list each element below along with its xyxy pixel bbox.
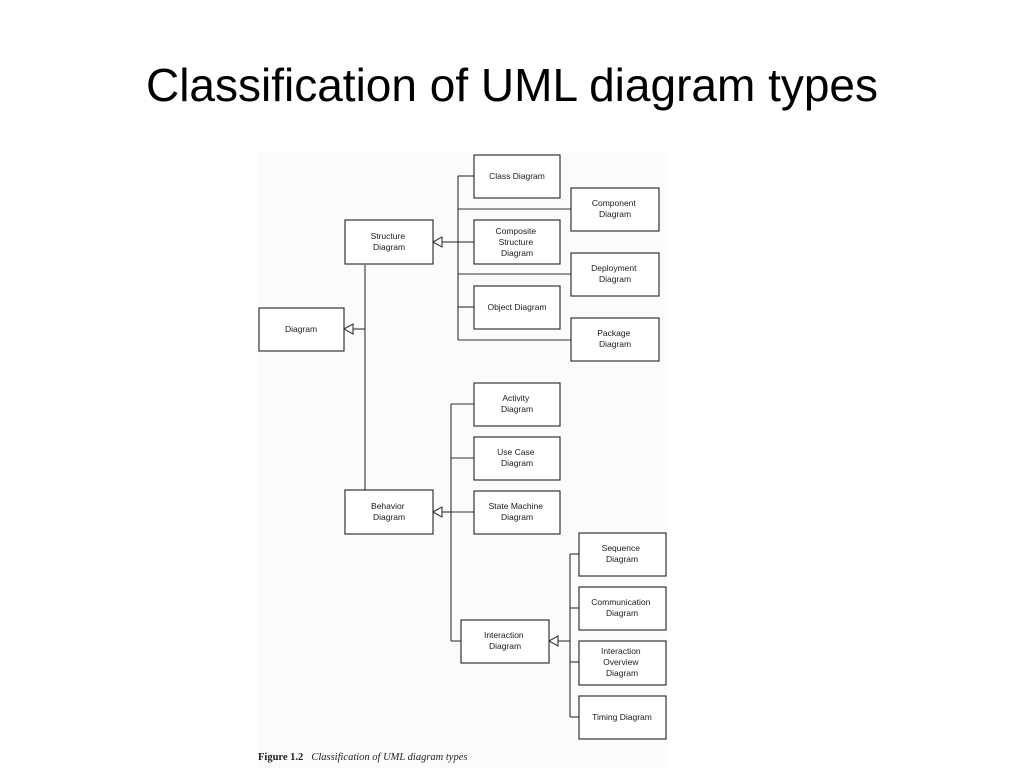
figure-label: Figure 1.2 (258, 752, 304, 763)
node-label: Diagram (599, 209, 631, 219)
node-label: Composite (495, 226, 536, 236)
figure-caption-text: Classification of UML diagram types (311, 752, 468, 763)
svg-text:Deployment Diagram: Deployment Diagram (591, 263, 639, 284)
node-label: Component (592, 198, 637, 208)
node-label: Interaction (601, 646, 641, 656)
node-interaction-diagram: Interaction Diagram (460, 619, 550, 664)
node-label: Diagram (373, 242, 405, 252)
node-sequence-diagram: Sequence Diagram (578, 532, 667, 577)
node-structure-diagram: Structure Diagram (344, 219, 434, 265)
node-label: Diagram (606, 554, 638, 564)
node-activity-diagram: Activity Diagram (473, 382, 561, 427)
svg-text:Activity Diagram: Activity Diagram (501, 393, 533, 414)
node-label: Timing Diagram (592, 712, 652, 722)
node-object-diagram: Object Diagram (473, 285, 561, 330)
node-label: Structure (371, 231, 406, 241)
node-timing-diagram: Timing Diagram (578, 695, 667, 740)
node-diagram: Diagram (258, 307, 345, 352)
node-label: Diagram (599, 274, 631, 284)
svg-text:Use Case Diagram: Use Case Diagram (497, 447, 537, 468)
node-class-diagram: Class Diagram (473, 154, 561, 199)
node-label: Package (597, 328, 630, 338)
generalization-arrow-icon (431, 236, 443, 248)
node-label: Diagram (501, 248, 533, 258)
node-composite-structure-diagram: Composite Structure Diagram (473, 219, 561, 265)
node-label: Diagram (373, 512, 405, 522)
generalization-arrowheads (342, 236, 559, 647)
node-label: Activity (502, 393, 530, 403)
figure-caption: Figure 1.2 Classification of UML diagram … (258, 752, 467, 763)
node-deployment-diagram: Deployment Diagram (570, 252, 660, 297)
node-label: Behavior (371, 501, 405, 511)
node-label: Communication (591, 597, 650, 607)
svg-text:State Machine Diagram: State Machine Diagram (489, 501, 546, 522)
connector-lines (353, 175, 579, 718)
svg-text:Interaction Overview: Interaction Overview Diagram (601, 646, 643, 678)
node-label: Diagram (599, 339, 631, 349)
node-label: Deployment (591, 263, 637, 273)
node-label: Diagram (501, 404, 533, 414)
node-label: Class Diagram (489, 171, 545, 181)
svg-text:Diagram: Diagram (285, 324, 317, 334)
node-label: Use Case (497, 447, 535, 457)
svg-text:Object Diagram: Object Diagram (487, 302, 546, 312)
node-interaction-overview-diagram: Interaction Overview Diagram (578, 640, 667, 686)
node-component-diagram: Component Diagram (570, 187, 660, 232)
node-label: Interaction (484, 630, 524, 640)
node-label: Diagram (285, 324, 317, 334)
svg-text:Structure Diagram: Structure Diagram (371, 231, 408, 252)
svg-text:Component Diagram: Component Diagram (592, 198, 638, 219)
node-label: Diagram (501, 512, 533, 522)
svg-text:Timing Diagram: Timing Diagram (592, 712, 652, 722)
svg-text:Package Diagram: Package Diagram (597, 328, 632, 349)
generalization-arrow-icon (547, 635, 559, 647)
node-label: Diagram (489, 641, 521, 651)
svg-text:Behavior Diagram: Behavior Diagram (371, 501, 407, 522)
svg-text:Interaction Diagram: Interaction Diagram (484, 630, 526, 651)
slide-title: Classification of UML diagram types (145, 59, 879, 111)
generalization-arrow-icon (342, 323, 354, 335)
node-label: State Machine (489, 501, 544, 511)
svg-text:Sequence Diagram: Sequence Diagram (602, 543, 643, 564)
svg-text:Composite Structure: Composite Structure Diagram (495, 226, 538, 258)
node-communication-diagram: Communication Diagram (578, 586, 667, 631)
node-label: Diagram (606, 608, 638, 618)
generalization-arrow-icon (431, 506, 443, 518)
node-package-diagram: Package Diagram (570, 317, 660, 362)
svg-text:Class Diagram: Class Diagram (489, 171, 545, 181)
node-behavior-diagram: Behavior Diagram (344, 489, 434, 535)
node-state-machine-diagram: State Machine Diagram (473, 490, 561, 535)
node-label: Diagram (606, 668, 638, 678)
node-label: Diagram (501, 458, 533, 468)
node-label: Structure (499, 237, 534, 247)
node-label: Sequence (602, 543, 641, 553)
node-label: Overview (603, 657, 639, 667)
svg-text:Communication Diagram: Communication Diagram (591, 597, 652, 618)
node-use-case-diagram: Use Case Diagram (473, 436, 561, 481)
node-label: Object Diagram (487, 302, 546, 312)
